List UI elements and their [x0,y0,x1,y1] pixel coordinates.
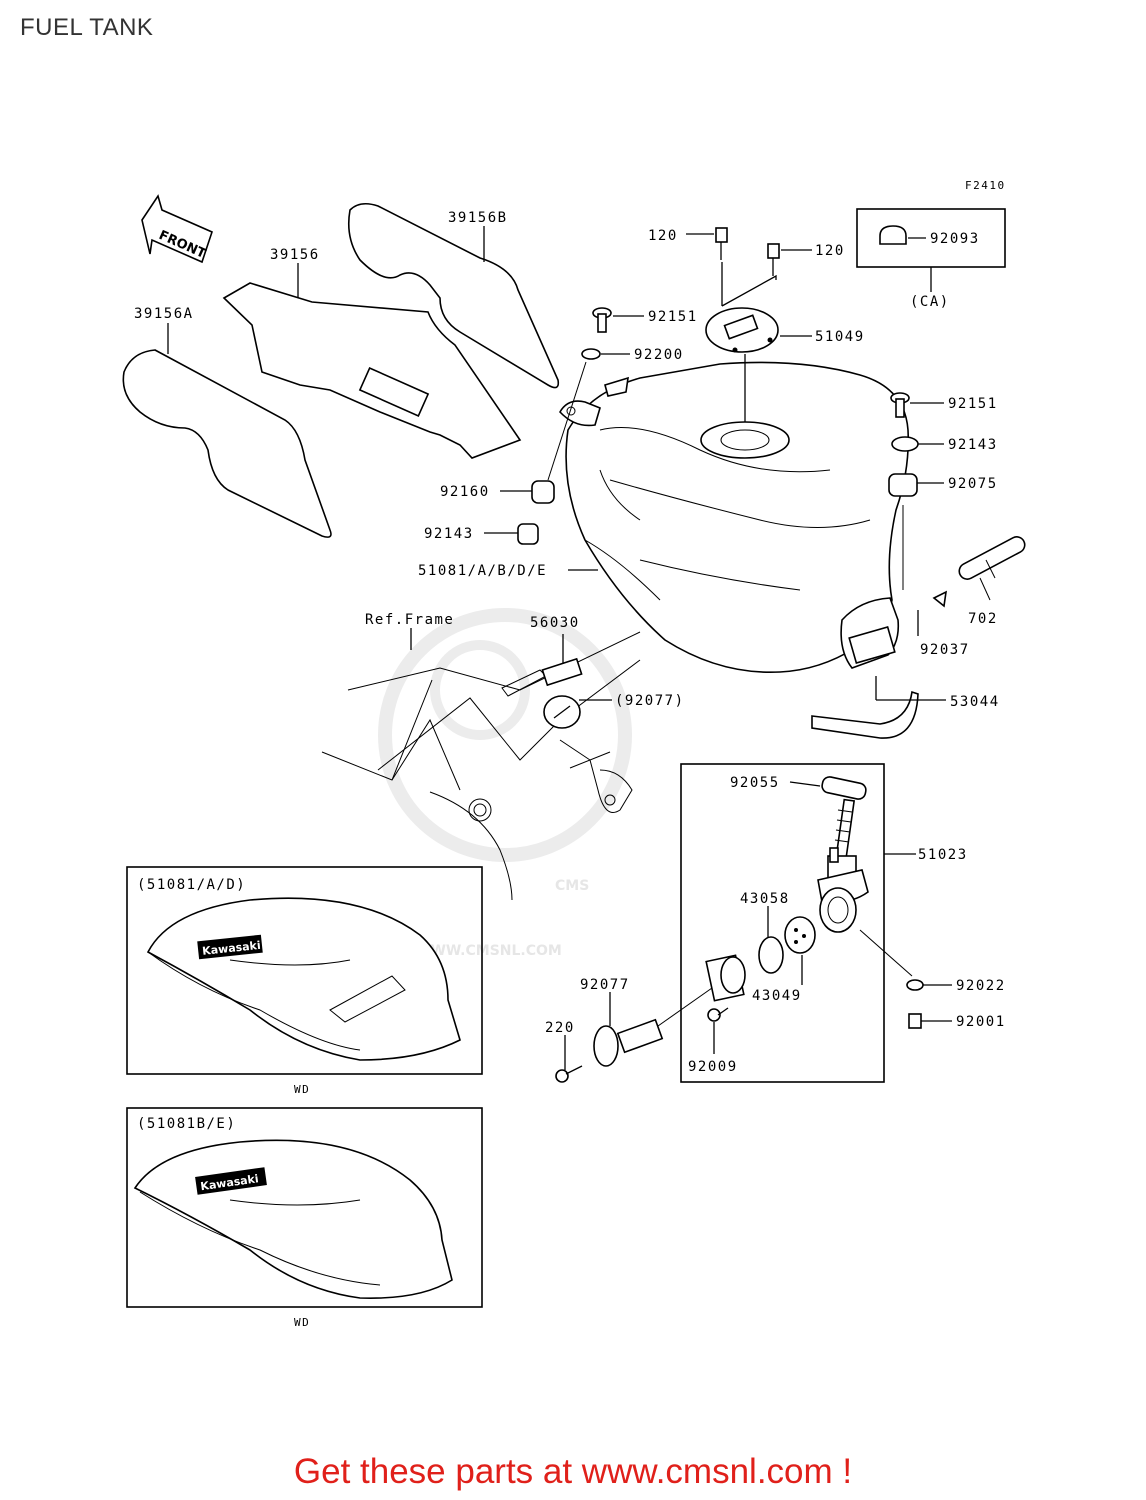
bolt-92151-left [592,307,612,333]
cap-nut-92093-icon [879,225,907,245]
callout-92001: 92001 [956,1014,1006,1030]
callout-92143-right: 92143 [948,437,998,453]
callout-92093: 92093 [930,231,980,247]
inset-a-sub: WD [294,1083,310,1096]
callout-51049: 51049 [815,329,865,345]
leader-lines [167,226,952,1070]
callout-702: 702 [968,611,998,627]
exploded-view-diagram: CMS WWW.CMSNL.COM F2410 FRONT [122,179,1026,1329]
fuel-valve-51023 [817,776,869,933]
callout-39156B: 39156B [448,210,508,226]
callout-92075: 92075 [948,476,998,492]
watermark-logo: CMS [555,878,589,894]
gasket-92055-icon [821,776,867,800]
damper-92160-icon [531,480,555,504]
callout-39156: 39156 [270,247,320,263]
knee-pad-39156B [347,202,560,389]
inset-b-sub: WD [294,1316,310,1329]
washer-92022-icon [906,979,924,991]
knee-pad-39156A [122,349,332,538]
clamp-92037-icon [932,590,948,608]
bolt-92151-right [890,392,910,418]
hose-702 [958,536,1026,580]
ref-frame-label: Ref.Frame [365,612,454,628]
callout-92022: 92022 [956,978,1006,994]
decal-inset-51081-A-D [126,866,483,1075]
callout-51023: 51023 [918,847,968,863]
callout-220: 220 [545,1020,575,1036]
lever-92077 [593,954,746,1067]
strap-53044 [811,690,919,739]
callout-51081: 51081/A/B/D/E [418,563,547,579]
damper-92143-left-icon [517,523,539,545]
callout-39156A: 39156A [134,306,194,322]
callout-92200: 92200 [634,347,684,363]
fuel-filler-opening [700,421,790,459]
gasket-43049-icon [784,916,816,954]
tank-side-view-a: Kawasaki [146,897,461,1061]
decal-inset-51081B-E [126,1107,483,1308]
decal-logo-a: Kawasaki [202,939,262,958]
tank-side-view-b: Kawasaki [133,1139,453,1299]
callout-92009: 92009 [688,1059,738,1075]
front-arrow-icon: FRONT [141,194,213,264]
inset-a-label: (51081/A/D) [137,877,246,893]
screw-92009 [707,1007,729,1022]
o-ring-43058-icon [758,936,784,974]
watermark: CMS WWW.CMSNL.COM [378,608,632,959]
callout-120-left: 120 [648,228,678,244]
collar-92200-icon [581,348,601,360]
damper-92075-icon [888,473,918,497]
footer-link-text[interactable]: Get these parts at www.cmsnl.com ! [293,1452,853,1491]
callout-120-right: 120 [815,243,845,259]
watermark-url: WWW.CMSNL.COM [415,943,562,959]
callout-92143-left: 92143 [424,526,474,542]
callout-92160: 92160 [440,484,490,500]
callout-92151-right: 92151 [948,396,998,412]
callout-92037: 92037 [920,642,970,658]
bolt-120-left [715,227,728,260]
callout-56030: 56030 [530,615,580,631]
figure-code: F2410 [965,179,1006,192]
bolt-120-right [767,243,780,276]
callout-ca: (CA) [910,294,950,310]
callout-92077-plug: (92077) [615,693,685,709]
knee-pad-window [358,366,430,418]
frame-reference [321,631,641,901]
callout-92077-lever: 92077 [580,977,630,993]
collar-92143-right-icon [891,436,919,452]
callout-92151-left: 92151 [648,309,698,325]
bolt-92001-icon [908,1013,922,1029]
screw-220 [555,1065,583,1083]
page-title: FUEL TANK [20,14,154,41]
callout-43049: 43049 [752,988,802,1004]
fuel-cap-51049 [705,307,779,353]
callout-43058: 43058 [740,891,790,907]
callout-53044: 53044 [950,694,1000,710]
inset-b-label: (51081B/E) [137,1116,236,1132]
fuel-tank [559,361,910,674]
fuel-valve-inset-box [680,763,885,1083]
emblem-56030-icon [541,657,583,687]
callout-92055: 92055 [730,775,780,791]
